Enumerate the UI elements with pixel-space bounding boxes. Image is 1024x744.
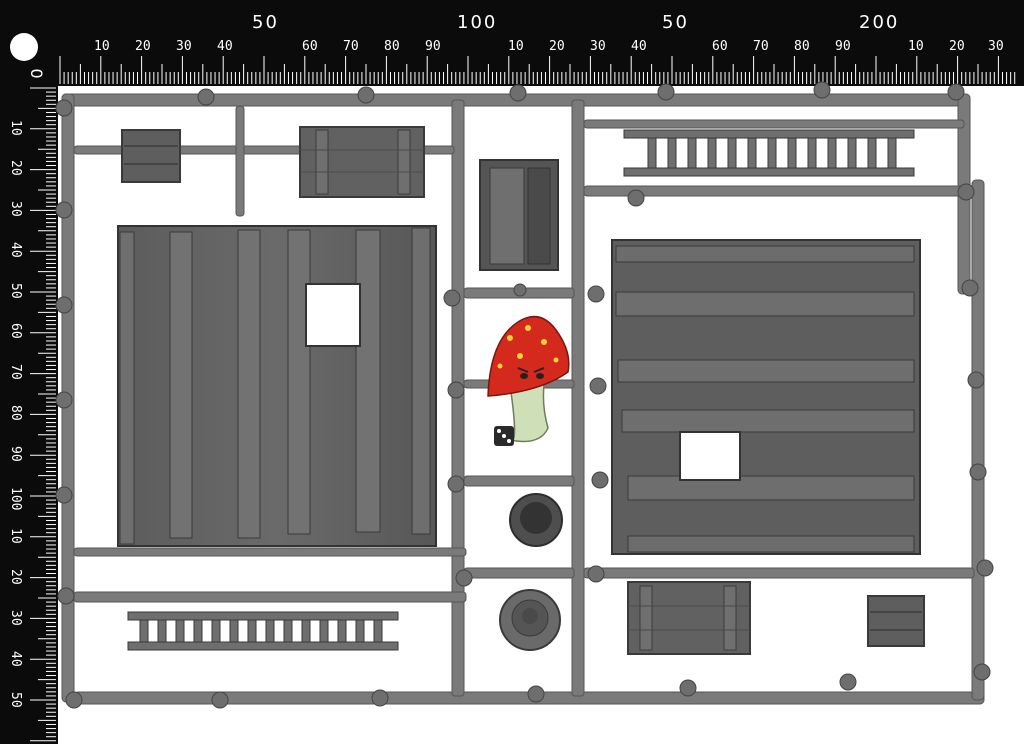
ruler-top-label: 30 bbox=[590, 39, 606, 54]
ladder-rung bbox=[319, 619, 329, 643]
ruler-top-label: 50 bbox=[662, 12, 689, 33]
small-crate-part bbox=[121, 129, 181, 183]
ruler-top-label: 40 bbox=[631, 39, 647, 54]
pot-part bbox=[509, 493, 563, 547]
ruler-top-label: 90 bbox=[835, 39, 851, 54]
ruler-top-label: 10 bbox=[94, 39, 110, 54]
mushroom-mascot-icon bbox=[487, 315, 570, 443]
ladder-rung bbox=[707, 137, 717, 169]
ruler-top-label: 100 bbox=[457, 12, 498, 33]
barrel-lid-part bbox=[499, 589, 561, 651]
ruler-corner: 0 bbox=[0, 0, 58, 86]
ruler-top-label: 70 bbox=[753, 39, 769, 54]
ladder-rung bbox=[727, 137, 737, 169]
ladder-rung bbox=[283, 619, 293, 643]
ruler-top-ticks bbox=[59, 56, 1016, 84]
ruler-top-label: 20 bbox=[549, 39, 565, 54]
ladder-rung bbox=[767, 137, 777, 169]
ladder-rung bbox=[157, 619, 167, 643]
ladder-rung bbox=[647, 137, 657, 169]
ladder-rung bbox=[139, 619, 149, 643]
ruler-top-label: 30 bbox=[988, 39, 1004, 54]
ruler-top-label: 80 bbox=[384, 39, 400, 54]
ladder-rung bbox=[847, 137, 857, 169]
sprue-nubs bbox=[55, 81, 994, 709]
ruler-top-label: 80 bbox=[794, 39, 810, 54]
ladder-rung bbox=[373, 619, 383, 643]
ruler-left-ticks bbox=[30, 87, 56, 742]
ladder-rung bbox=[747, 137, 757, 169]
ladder-rung bbox=[211, 619, 221, 643]
ladder-top-part bbox=[623, 129, 915, 177]
ladder-rung bbox=[229, 619, 239, 643]
ladder-rung bbox=[687, 137, 697, 169]
ladder-rung bbox=[355, 619, 365, 643]
ruler-top-label: 20 bbox=[949, 39, 965, 54]
ruler-top-label: 10 bbox=[508, 39, 524, 54]
ruler-top-label: 60 bbox=[302, 39, 318, 54]
ladder-rung bbox=[667, 137, 677, 169]
ladder-rung bbox=[301, 619, 311, 643]
die-icon bbox=[494, 426, 514, 446]
ruler-top-label: 50 bbox=[252, 12, 279, 33]
ruler-top-label: 90 bbox=[425, 39, 441, 54]
crate-bottom-part bbox=[627, 581, 751, 655]
ruler-top-label: 40 bbox=[217, 39, 233, 54]
ladder-rung bbox=[175, 619, 185, 643]
ladder-rung bbox=[193, 619, 203, 643]
ruler-top bbox=[0, 0, 1024, 86]
ladder-bottom-part bbox=[127, 611, 399, 651]
wall-panel-left-part bbox=[117, 225, 437, 547]
ruler-top-label: 10 bbox=[908, 39, 924, 54]
ruler-top-label: 60 bbox=[712, 39, 728, 54]
ladder-rung bbox=[337, 619, 347, 643]
wall-panel-right-part bbox=[611, 239, 921, 555]
ladder-rung bbox=[787, 137, 797, 169]
ladder-rung bbox=[807, 137, 817, 169]
ruler-top-label: 20 bbox=[135, 39, 151, 54]
crate-lid-part bbox=[299, 126, 425, 198]
ladder-rung bbox=[265, 619, 275, 643]
small-crate-bottom-part bbox=[867, 595, 925, 647]
ladder-rung bbox=[247, 619, 257, 643]
ruler-top-label: 200 bbox=[859, 12, 900, 33]
ruler-hole-icon bbox=[10, 33, 38, 61]
trough-part bbox=[479, 159, 559, 271]
ruler-top-label: 30 bbox=[176, 39, 192, 54]
ladder-rung bbox=[827, 137, 837, 169]
ladder-rung bbox=[867, 137, 877, 169]
ruler-top-label: 70 bbox=[343, 39, 359, 54]
ladder-rung bbox=[887, 137, 897, 169]
